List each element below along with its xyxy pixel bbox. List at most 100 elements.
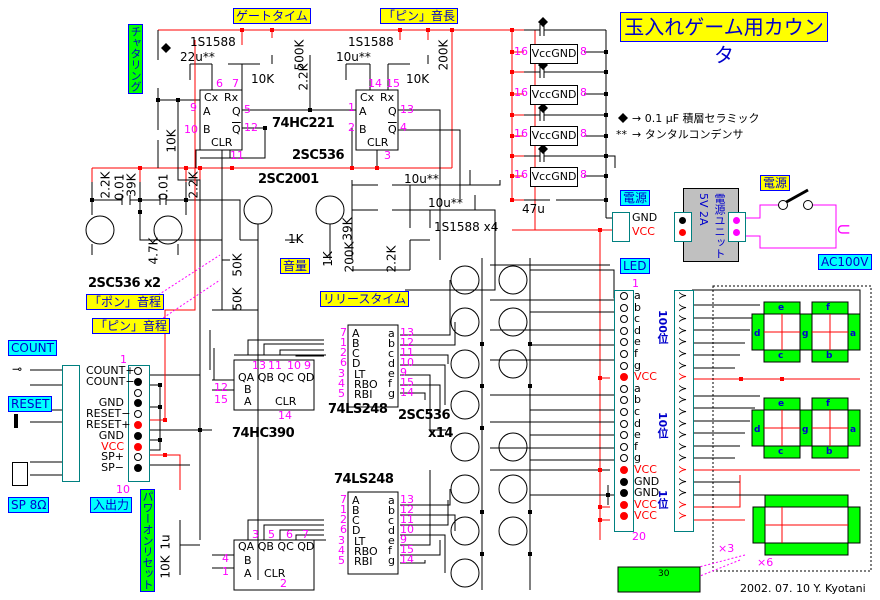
io-pin-label: VCC bbox=[101, 439, 124, 453]
ic-74hc390-b bbox=[233, 539, 315, 591]
pin-4: 4 bbox=[222, 552, 229, 565]
ic248-output: d bbox=[388, 524, 395, 537]
ic248-input: C bbox=[352, 514, 360, 527]
ic390a-b: B bbox=[244, 383, 252, 396]
vcc-gnd-block: VccGND bbox=[530, 126, 578, 146]
io-pin-label: GND bbox=[98, 396, 124, 410]
qc: QC bbox=[277, 371, 294, 384]
io-pin-terminal bbox=[134, 399, 142, 408]
power-connector bbox=[612, 212, 630, 242]
led-display-pin-arrow: ≻ bbox=[678, 463, 688, 476]
pin-10: 10 bbox=[287, 359, 301, 372]
ic248-control-pin: 3 bbox=[338, 534, 345, 547]
pin-1: 1 bbox=[222, 565, 229, 578]
ic248-output: b bbox=[388, 504, 395, 517]
ic248-output-pin: 14 bbox=[400, 553, 414, 566]
ic248-input: B bbox=[352, 337, 360, 350]
pin-5: 5 bbox=[268, 528, 275, 541]
gnd-pin: 8 bbox=[580, 86, 587, 99]
ic-74ls248-a bbox=[347, 324, 399, 408]
legend-ceramic-note: → 0.1 μF 積層セラミック bbox=[632, 112, 760, 125]
tr-2sc2001-name: 2SC2001 bbox=[258, 172, 319, 187]
segment-letter: g bbox=[802, 425, 809, 435]
pin-15: 15 bbox=[386, 77, 400, 90]
ic248-output-pin: 12 bbox=[400, 503, 414, 516]
led-pin-label: b bbox=[634, 300, 641, 314]
count-switch-icon[interactable]: ⊸ bbox=[12, 362, 23, 376]
led-display-pin-arrow: ≻ bbox=[678, 439, 688, 453]
ic248-output-pin: 10 bbox=[400, 523, 414, 536]
led-connector-label: LED bbox=[620, 258, 650, 274]
led-pin-terminal bbox=[620, 292, 628, 300]
led-pin-label: VCC bbox=[634, 509, 657, 523]
segment-letter: f bbox=[826, 303, 830, 313]
segment-letter: b bbox=[826, 351, 833, 361]
io-pin-terminal bbox=[134, 388, 142, 397]
led-display-pin-arrow: ≻ bbox=[678, 335, 688, 349]
r10k-a-label: 10K bbox=[251, 72, 275, 86]
psu-name: 電源ユニット bbox=[713, 193, 726, 259]
led-pin-label: e bbox=[634, 335, 641, 349]
ic248-output: f bbox=[388, 377, 392, 390]
led-pin-terminal bbox=[620, 303, 628, 312]
segment-letter: d bbox=[754, 329, 761, 339]
ic248-output: g bbox=[388, 387, 395, 400]
ic221b-rx: Rx bbox=[380, 91, 395, 104]
power-switch-contact[interactable] bbox=[803, 200, 813, 210]
led-pin-terminal bbox=[620, 396, 628, 405]
tr-2sc536x14-name: 2SC536 bbox=[398, 408, 451, 423]
vcc-pin: 16 bbox=[514, 86, 528, 99]
vcc-pin: 16 bbox=[514, 45, 528, 58]
ic248-output-pin: 15 bbox=[400, 376, 414, 389]
io-pin-label: GND bbox=[98, 428, 124, 442]
c47u-label: 47u bbox=[522, 202, 545, 216]
ic248-control-pin: 4 bbox=[338, 377, 345, 390]
segment-letter: c bbox=[778, 351, 784, 361]
led-pin-terminal bbox=[620, 512, 628, 521]
pin-pitch-label: 「ピン」音程 bbox=[92, 318, 171, 334]
r1k-b-label: 1K bbox=[320, 251, 335, 267]
led-display-pin-arrow: ≻ bbox=[678, 486, 688, 500]
ic221b-cx: Cx bbox=[360, 91, 375, 104]
r10k-d-label: 10K bbox=[158, 555, 173, 579]
ic-74hc390-name: 74HC390 bbox=[232, 426, 295, 441]
c001-b-label: 0.01 bbox=[156, 173, 171, 201]
io-pin-terminal bbox=[134, 410, 142, 419]
tr-2sc536x2-name: 2SC536 x2 bbox=[88, 276, 161, 291]
led-pin-label: c bbox=[634, 312, 641, 326]
ic248-control: LT bbox=[354, 368, 366, 381]
led-pin-terminal bbox=[620, 466, 628, 474]
ic248-output: b bbox=[388, 337, 395, 350]
power-switch-contact[interactable] bbox=[778, 200, 788, 210]
io-pin-terminal bbox=[134, 431, 142, 440]
io-pin-terminal bbox=[134, 464, 142, 473]
ic221a-qn: Q bbox=[232, 123, 241, 136]
ic248-output: e bbox=[388, 534, 395, 547]
ic221b-b: B bbox=[359, 123, 367, 136]
io-pin-label: COUNT+ bbox=[86, 364, 135, 377]
tr-2sc536x14-count: x14 bbox=[428, 426, 453, 441]
led-pin-terminal bbox=[620, 338, 628, 347]
ic248-output: d bbox=[388, 357, 395, 370]
io-pin-label: SP− bbox=[101, 461, 124, 475]
schematic-title: 玉入れゲーム用カウンタ bbox=[620, 12, 828, 67]
chattering-label: チャタリング bbox=[128, 24, 143, 94]
io-pin-label: SP+ bbox=[101, 450, 124, 464]
ic-74ls248-b bbox=[347, 491, 399, 575]
io-pin-terminal bbox=[134, 421, 142, 429]
ic248-output-pin: 13 bbox=[400, 326, 414, 339]
ic248-output-pin: 9 bbox=[400, 366, 407, 379]
driver-transistors bbox=[450, 258, 531, 590]
reset-button-icon[interactable] bbox=[14, 414, 18, 428]
led-pin-terminal bbox=[620, 326, 628, 335]
ic248-control-pin: 5 bbox=[338, 554, 345, 567]
pin-7: 7 bbox=[232, 77, 239, 90]
led-pin-terminal bbox=[620, 477, 628, 486]
ic248-control-pin: 3 bbox=[338, 367, 345, 380]
led-array-module bbox=[617, 566, 701, 593]
led-pin-terminal bbox=[620, 361, 628, 370]
ic221a-clr: CLR bbox=[211, 136, 233, 149]
led-last-pin: 20 bbox=[632, 530, 646, 543]
power-connector-label: 電源 bbox=[620, 190, 651, 206]
ic248-control-pin: 4 bbox=[338, 544, 345, 557]
